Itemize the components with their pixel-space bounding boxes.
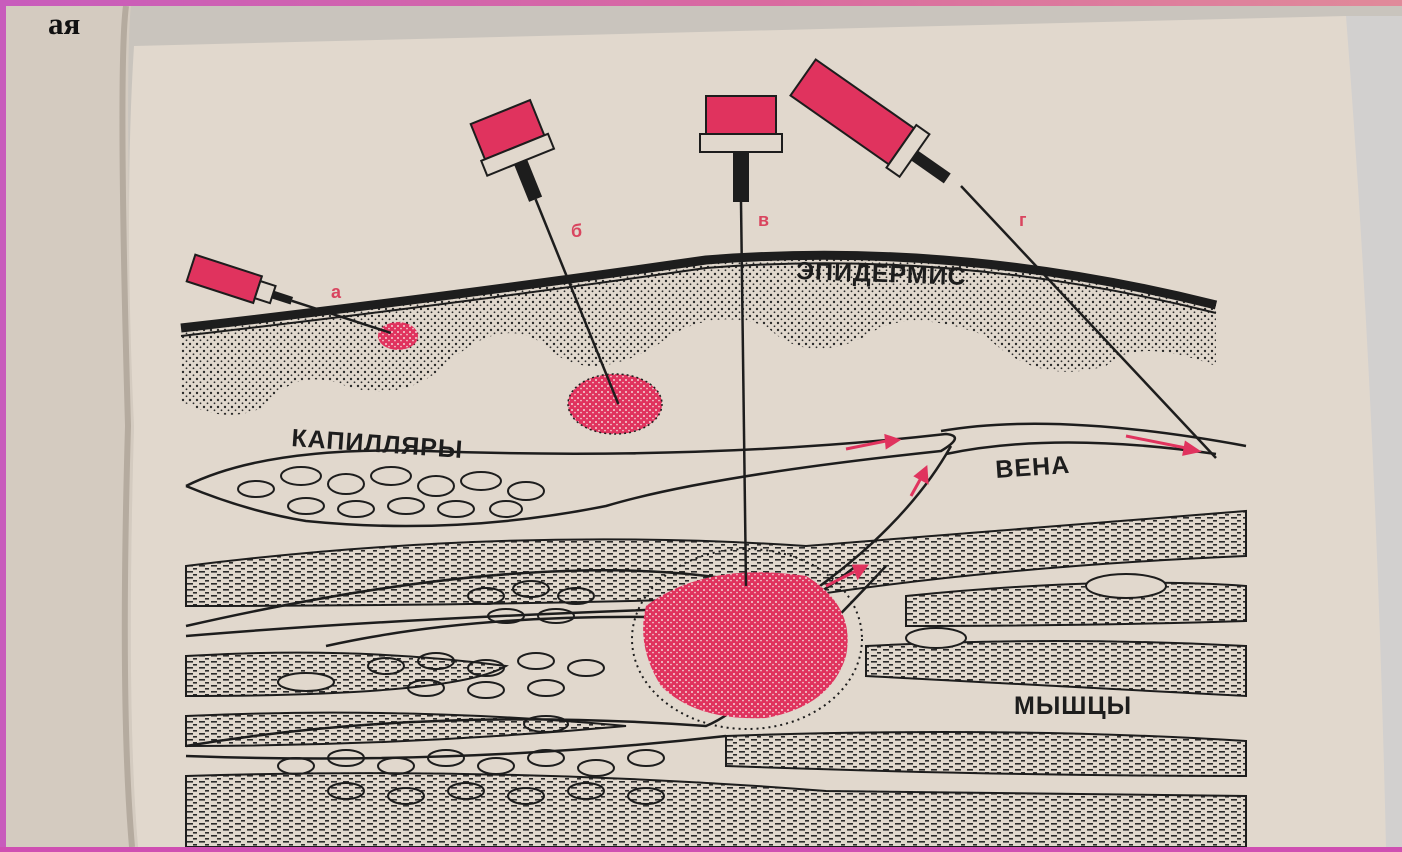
label-muscles: МЫШЦЫ [1014, 692, 1132, 720]
label-vein: ВЕНА [994, 451, 1071, 484]
needle-letter-b: б [571, 221, 582, 241]
book-photo: ЭПИДЕРМИС КАПИЛЛЯРЫ ВЕНА МЫШЦЫ а б в г [6, 6, 1402, 847]
label-epidermis: ЭПИДЕРМИС [796, 257, 967, 291]
needle-letter-g: г [1019, 210, 1027, 230]
needle-letter-v: в [758, 210, 769, 230]
needle-letter-a: а [331, 282, 342, 302]
left-page [6, 6, 138, 847]
corner-text: ая [48, 6, 80, 42]
injection-diagram: ЭПИДЕРМИС КАПИЛЛЯРЫ ВЕНА МЫШЦЫ а б в г [6, 6, 1402, 847]
